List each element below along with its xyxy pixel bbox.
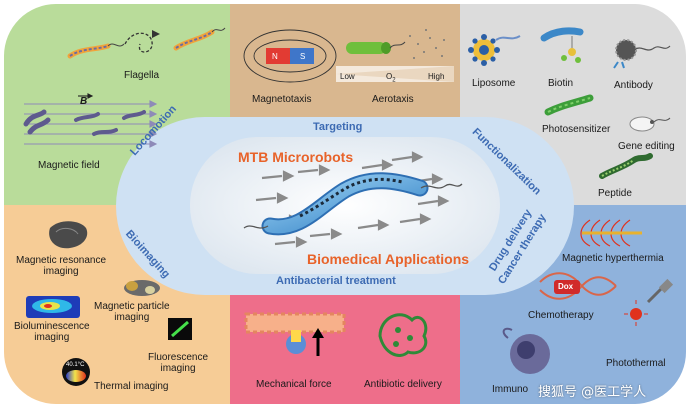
label-o2-subscript: 2 xyxy=(392,77,396,84)
magnetic-field-bacteria xyxy=(23,109,146,136)
label-hyperthermia: Magnetic hyperthermia xyxy=(562,253,664,264)
membrane-illustration xyxy=(244,312,346,356)
aerotaxis-illustration xyxy=(336,29,454,82)
label-gene-editing: Gene editing xyxy=(618,141,675,152)
antibody-icon xyxy=(613,39,671,69)
panel-antibacterial xyxy=(230,290,460,404)
label-south: S xyxy=(300,52,306,61)
antibiotic-bacterium xyxy=(378,313,428,357)
label-aerotaxis: Aerotaxis xyxy=(372,94,414,105)
label-north: N xyxy=(272,52,278,61)
gene-editing-icon xyxy=(629,116,671,132)
photosensitizer-icon xyxy=(544,94,594,116)
label-liposome: Liposome xyxy=(472,78,516,89)
mpi-image xyxy=(124,280,160,296)
watermark: 搜狐号 @医工学人 xyxy=(538,385,647,400)
mtb-bacterium xyxy=(243,172,463,236)
label-dox: Dox xyxy=(558,282,574,291)
biotin-icon xyxy=(540,27,584,63)
label-antibody: Antibody xyxy=(614,80,653,91)
label-flagella: Flagella xyxy=(124,70,160,81)
label-mechanical-force: Mechanical force xyxy=(256,379,332,390)
label-magnetic-field: Magnetic field xyxy=(38,160,100,171)
label-thermal: Thermal imaging xyxy=(94,381,169,392)
label-peptide: Peptide xyxy=(598,188,632,199)
field-symbol-b: B xyxy=(80,96,88,107)
thermal-temperature: 40.1°C xyxy=(66,362,85,368)
hyperthermia-illustration xyxy=(580,219,642,247)
label-photosensitizer: Photosensitizer xyxy=(542,124,611,135)
peptide-icon xyxy=(599,153,653,179)
center-subtitle: Biomedical Applications xyxy=(307,251,470,267)
center-capsule xyxy=(190,137,500,274)
ring-label-antibacterial: Antibacterial treatment xyxy=(276,275,396,287)
bioluminescence-image xyxy=(26,296,80,318)
immuno-illustration xyxy=(502,327,550,374)
liposome-icon xyxy=(468,34,521,66)
label-magnetotaxis: Magnetotaxis xyxy=(252,94,312,105)
center-title: MTB Microrobots xyxy=(238,149,354,165)
label-o2-high: High xyxy=(428,72,445,81)
ring-label-targeting: Targeting xyxy=(313,121,363,133)
flagella-illustration xyxy=(67,27,226,59)
mri-image xyxy=(49,221,88,249)
photothermal-illustration xyxy=(624,278,674,326)
thermal-image xyxy=(62,358,90,386)
label-photothermal: Photothermal xyxy=(606,358,666,369)
label-o2-low: Low xyxy=(340,72,355,81)
label-antibiotic-delivery: Antibiotic delivery xyxy=(364,379,442,390)
label-biotin: Biotin xyxy=(548,78,574,89)
label-immuno: Immuno xyxy=(492,384,529,395)
magnetotaxis-illustration xyxy=(243,29,337,83)
chemotherapy-illustration xyxy=(539,272,617,300)
label-o2: O2 xyxy=(386,72,396,84)
fluorescence-image xyxy=(168,318,192,340)
label-chemotherapy: Chemotherapy xyxy=(528,310,594,321)
